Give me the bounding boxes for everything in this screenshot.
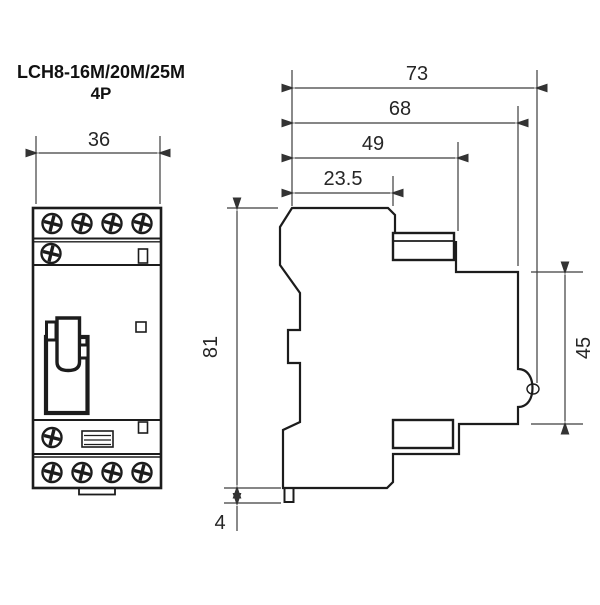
side-view <box>278 206 540 503</box>
coil-screw-icon <box>39 241 63 266</box>
dim-clip-pin: 4 <box>214 493 281 534</box>
dim-front-depth: 23.5 <box>281 168 404 198</box>
bottom-terminal-block <box>391 418 455 450</box>
dim-rail-section: 45 <box>531 261 595 435</box>
label-row-screw-icon <box>40 425 64 450</box>
lever-handle <box>55 316 82 373</box>
dim-height: 81 <box>200 197 281 499</box>
side-body-outline <box>278 206 534 490</box>
dim-label-36: 36 <box>88 129 110 151</box>
front-view <box>31 206 163 496</box>
screw-terminal-icon <box>40 211 64 236</box>
dim-label-49: 49 <box>362 133 384 155</box>
dim-label-68: 68 <box>389 98 411 120</box>
dim-body-depth: 49 <box>281 133 469 163</box>
title-block: LCH8-16M/20M/25M 4P <box>6 62 196 104</box>
dim-label-81: 81 <box>200 336 222 358</box>
bottom-clip-pin <box>283 487 295 503</box>
screw-terminal-icon <box>40 460 64 485</box>
label-row-tab <box>137 421 149 434</box>
screw-terminal-icon <box>70 211 94 236</box>
top-terminal-block <box>391 231 456 262</box>
dim-front-width: 36 <box>25 129 171 204</box>
dim-total-depth: 73 <box>281 63 548 93</box>
din-clip-tab <box>78 487 116 496</box>
dim-label-4: 4 <box>214 512 225 534</box>
screw-terminal-icon <box>70 460 94 485</box>
rail-clip-pin <box>526 383 540 395</box>
screw-terminal-icon <box>130 211 154 236</box>
switch-lever <box>43 316 90 416</box>
lever-right-tab <box>78 343 90 360</box>
screw-terminal-icon <box>100 460 124 485</box>
dim-depth-to-terminal: 68 <box>281 98 529 128</box>
product-model-label: LCH8-16M/20M/25M <box>16 62 186 82</box>
screw-terminal-icon <box>100 211 124 236</box>
dimension-annotations: 36 73 68 49 <box>25 63 595 534</box>
coil-tab <box>137 248 149 264</box>
indicator-window <box>135 321 147 333</box>
dim-label-73: 73 <box>406 63 428 85</box>
lever-left-tab <box>45 320 58 342</box>
dim-label-23-5: 23.5 <box>324 168 363 190</box>
nameplate <box>81 430 114 448</box>
screw-terminal-icon <box>130 460 154 485</box>
dim-label-45: 45 <box>573 337 595 359</box>
pole-count-label: 4P <box>90 83 112 103</box>
